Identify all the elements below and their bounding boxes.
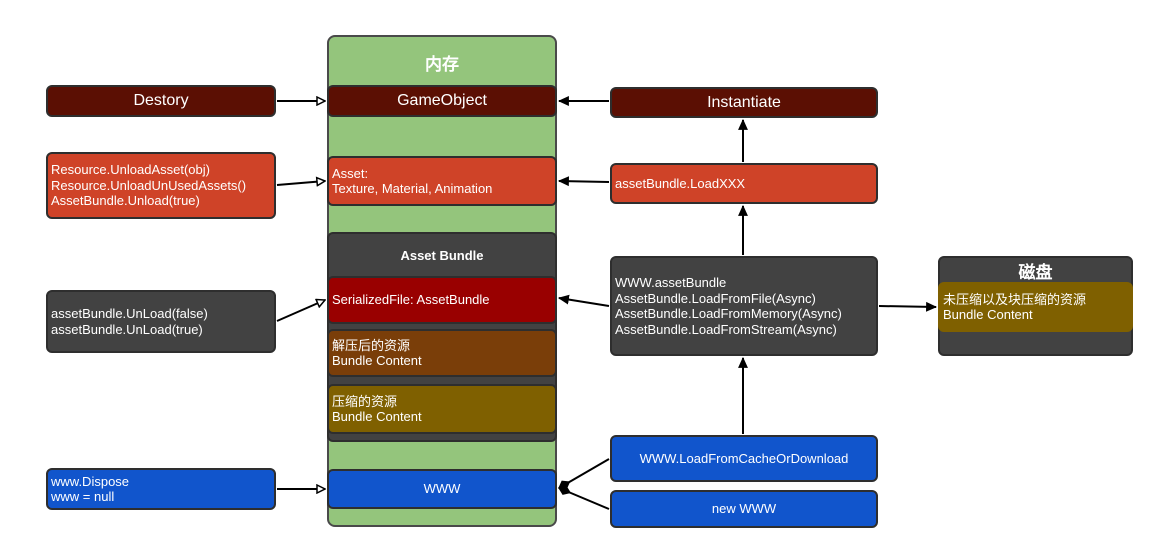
unload-bundle-node: assetBundle.UnLoad(false) assetBundle.Un…: [46, 290, 276, 353]
gameobject-node: GameObject: [327, 85, 557, 117]
asset-line: Texture, Material, Animation: [332, 181, 493, 196]
asset-node: Asset: Texture, Material, Animation: [327, 156, 557, 206]
loadxxx-to-asset-arrow: [557, 176, 610, 187]
serialized-file-label: SerializedFile: AssetBundle: [332, 292, 490, 308]
cache-to-www-arrow: [558, 458, 610, 490]
unload-bundle-to-serialized-arrow: [276, 300, 325, 322]
load-line: AssetBundle.LoadFromFile(Async): [615, 290, 816, 306]
decompressed-line: Bundle Content: [332, 353, 422, 368]
unload-asset-line: Resource.UnloadUnUsedAssets(): [51, 177, 247, 193]
load-to-disk-arrow: [878, 301, 938, 312]
unload-asset-line: Resource.UnloadAsset(obj): [51, 162, 210, 178]
new-www-node: new WWW: [610, 490, 878, 528]
unload-asset-node: Resource.UnloadAsset(obj) Resource.Unloa…: [46, 152, 276, 219]
asset-line: Asset:: [332, 165, 369, 181]
decompressed-content-node: 解压后的资源 Bundle Content: [327, 329, 557, 377]
dispose-line: www.Dispose: [51, 473, 130, 489]
load-xxx-label: assetBundle.LoadXXX: [615, 175, 746, 191]
instantiate-node: Instantiate: [610, 87, 878, 118]
unload-asset-line: AssetBundle.Unload(true): [51, 193, 200, 209]
disk-content-node: 未压缩以及块压缩的资源 Bundle Content: [938, 282, 1133, 332]
disk-content-line: Bundle Content: [943, 307, 1033, 322]
disk-content-line: 未压缩以及块压缩的资源: [943, 291, 1087, 307]
cache-download-node: WWW.LoadFromCacheOrDownload: [610, 435, 878, 482]
unload-bundle-line: assetBundle.UnLoad(true): [51, 321, 203, 337]
load-xxx-node: assetBundle.LoadXXX: [610, 163, 878, 204]
dispose-line: www = null: [51, 489, 115, 504]
load-line: AssetBundle.LoadFromStream(Async): [615, 321, 837, 337]
compressed-line: 压缩的资源: [332, 393, 398, 409]
newwww-to-www-arrow: [558, 485, 610, 510]
www-node: WWW: [327, 469, 557, 509]
asset-bundle-title: Asset Bundle: [400, 248, 484, 263]
dispose-node: www.Dispose www = null: [46, 468, 276, 510]
disk-title: 磁盘: [1018, 263, 1053, 282]
memory-title: 内存: [425, 55, 459, 74]
asset-bundle-load-node: WWW.assetBundle AssetBundle.LoadFromFile…: [610, 256, 878, 356]
unload-asset-to-asset-arrow: [276, 181, 325, 185]
destroy-node: Destory: [46, 85, 276, 117]
serialized-file-node: SerializedFile: AssetBundle: [327, 276, 557, 324]
load-to-serialized-arrow: [557, 294, 610, 307]
decompressed-line: 解压后的资源: [332, 337, 411, 353]
load-line: AssetBundle.LoadFromMemory(Async): [615, 306, 842, 321]
compressed-line: Bundle Content: [332, 409, 422, 424]
unload-bundle-line: assetBundle.UnLoad(false): [51, 306, 208, 321]
compressed-content-node: 压缩的资源 Bundle Content: [327, 384, 557, 434]
load-line: WWW.assetBundle: [615, 275, 727, 290]
